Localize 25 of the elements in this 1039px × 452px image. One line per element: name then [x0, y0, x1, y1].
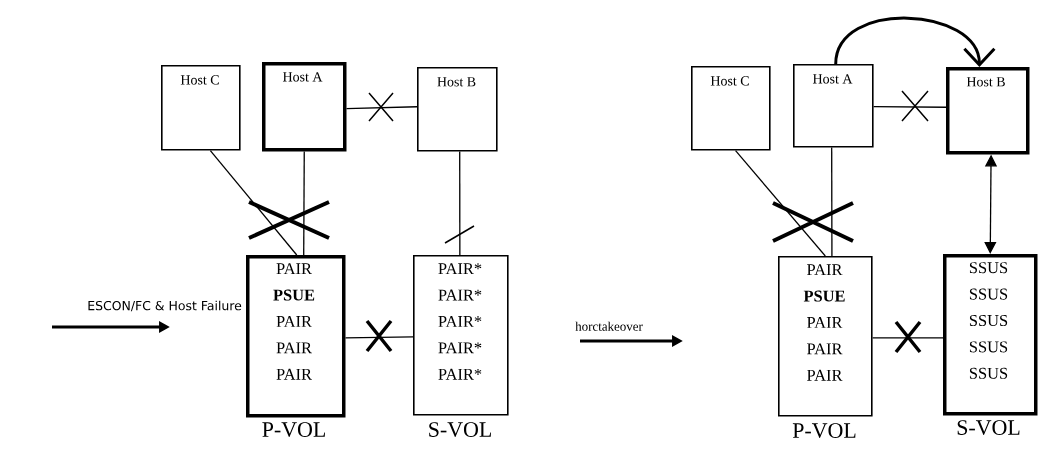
connector	[831, 146, 833, 257]
volume-label: P-VOL	[792, 423, 856, 439]
connector	[734, 149, 826, 257]
connector	[303, 150, 305, 256]
connector	[872, 105, 947, 108]
host-box: Host C	[161, 65, 241, 151]
volume-box: PAIR* PAIR* PAIR* PAIR* PAIR*	[413, 255, 509, 416]
volume-box: PAIR PSUE PAIR PAIR PAIR	[778, 256, 873, 417]
volume-box: SSUS SSUS SSUS SSUS SSUS	[943, 254, 1038, 416]
connector	[209, 149, 298, 256]
connector	[459, 150, 461, 256]
volume-box: PAIR PSUE PAIR PAIR PAIR	[246, 255, 346, 418]
transition-label: horctakeover	[575, 321, 643, 331]
host-box: Host B	[946, 67, 1030, 155]
volume-label: P-VOL	[262, 422, 325, 438]
host-box: Host A	[793, 64, 874, 148]
connector	[344, 336, 414, 339]
curved-arrow	[834, 16, 996, 67]
host-box: Host C	[691, 66, 771, 151]
volume-label: S-VOL	[429, 422, 491, 438]
connector	[871, 337, 944, 339]
host-box: Host A	[262, 62, 347, 152]
connector	[345, 106, 418, 110]
volume-label: S-VOL	[957, 420, 1020, 436]
host-box: Host B	[417, 67, 498, 152]
